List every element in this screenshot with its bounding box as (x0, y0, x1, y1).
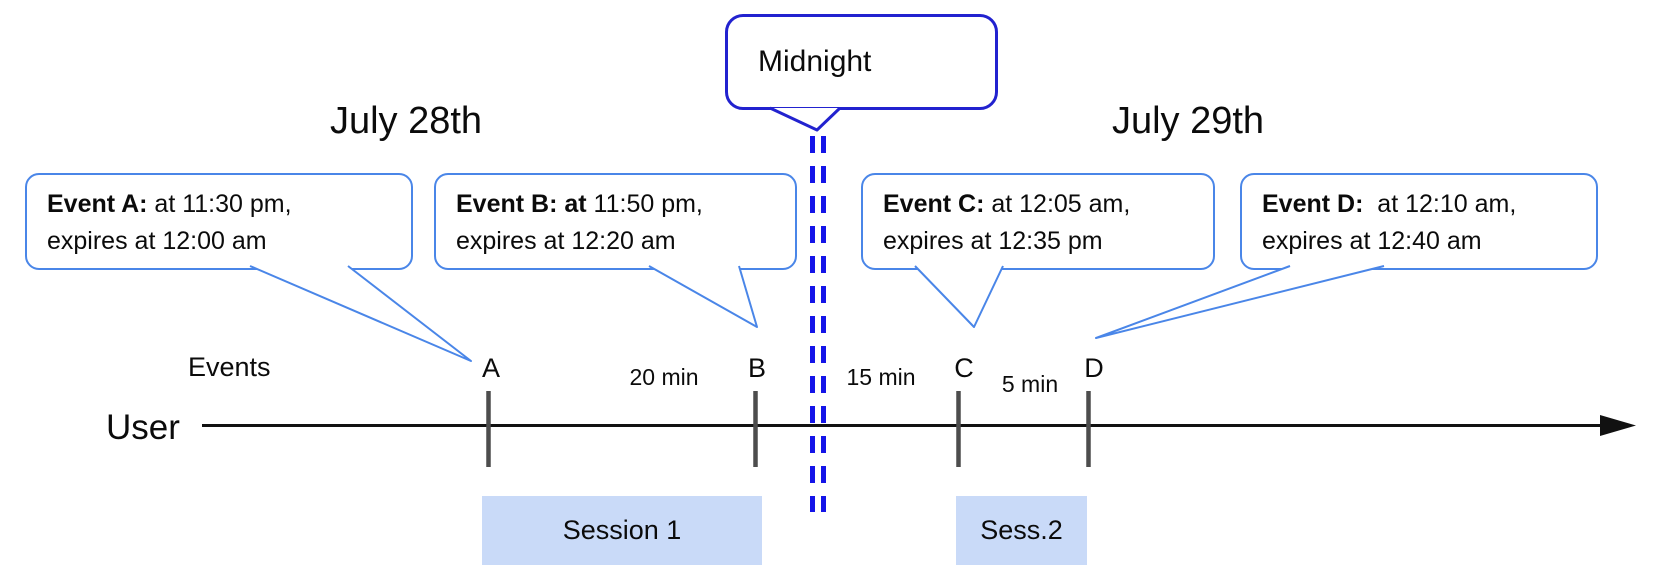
midnight-callout: Midnight (725, 14, 998, 110)
date-label-july-29: July 29th (1111, 100, 1265, 142)
event-mark-c: C (954, 353, 974, 383)
session-2-label: Sess.2 (980, 515, 1063, 545)
event-a-callout-tail (249, 265, 472, 362)
user-axis-label: User (106, 408, 180, 447)
event-b-time: 11:50 pm, (586, 190, 703, 218)
event-d-expiry: expires at 12:40 am (1262, 227, 1482, 255)
date-label-july-28: July 28th (329, 100, 483, 142)
event-a-name: Event A: (47, 190, 148, 218)
event-b-name: Event B: at (456, 190, 587, 218)
event-c-time: at 12:05 am, (984, 190, 1131, 218)
gap-label-5min: 5 min (1001, 371, 1059, 397)
event-b-callout-tail (648, 265, 758, 328)
event-mark-b: B (747, 353, 766, 383)
session-1-label: Session 1 (562, 515, 682, 545)
event-a-time: at 11:30 pm, (147, 190, 292, 218)
event-c-callout: Event C: at 12:05 am, expires at 12:35 pm (861, 173, 1215, 270)
event-a-text: Event A: at 11:30 pm, expires at 12:00 am (27, 175, 411, 260)
event-d-callout: Event D: at 12:10 am, expires at 12:40 am (1240, 173, 1598, 270)
midnight-label: Midnight (758, 45, 872, 78)
events-axis-label: Events (188, 352, 271, 382)
event-d-time: at 12:10 am, (1363, 190, 1517, 218)
session-1-box: Session 1 (482, 496, 762, 565)
event-d-name: Event D: (1262, 190, 1364, 218)
event-b-expiry: expires at 12:20 am (456, 227, 676, 255)
event-c-expiry: expires at 12:35 pm (883, 227, 1103, 255)
event-a-callout: Event A: at 11:30 pm, expires at 12:00 am (25, 173, 413, 270)
midnight-callout-tail (769, 106, 842, 132)
event-mark-d: D (1084, 353, 1104, 383)
event-mark-a: A (481, 353, 500, 383)
event-c-callout-tail (914, 265, 1004, 328)
gap-label-15min: 15 min (846, 364, 916, 390)
event-d-text: Event D: at 12:10 am, expires at 12:40 am (1242, 175, 1596, 260)
event-d-callout-tail (1095, 265, 1385, 339)
session-2-box: Sess.2 (956, 496, 1087, 565)
timeline-arrowhead-icon (1600, 415, 1636, 436)
event-b-callout: Event B: at 11:50 pm, expires at 12:20 am (434, 173, 797, 270)
gap-label-20min: 20 min (629, 364, 699, 390)
event-a-expiry: expires at 12:00 am (47, 227, 267, 255)
event-c-name: Event C: (883, 190, 985, 218)
event-b-text: Event B: at 11:50 pm, expires at 12:20 am (436, 175, 795, 260)
event-c-text: Event C: at 12:05 am, expires at 12:35 pm (863, 175, 1213, 260)
